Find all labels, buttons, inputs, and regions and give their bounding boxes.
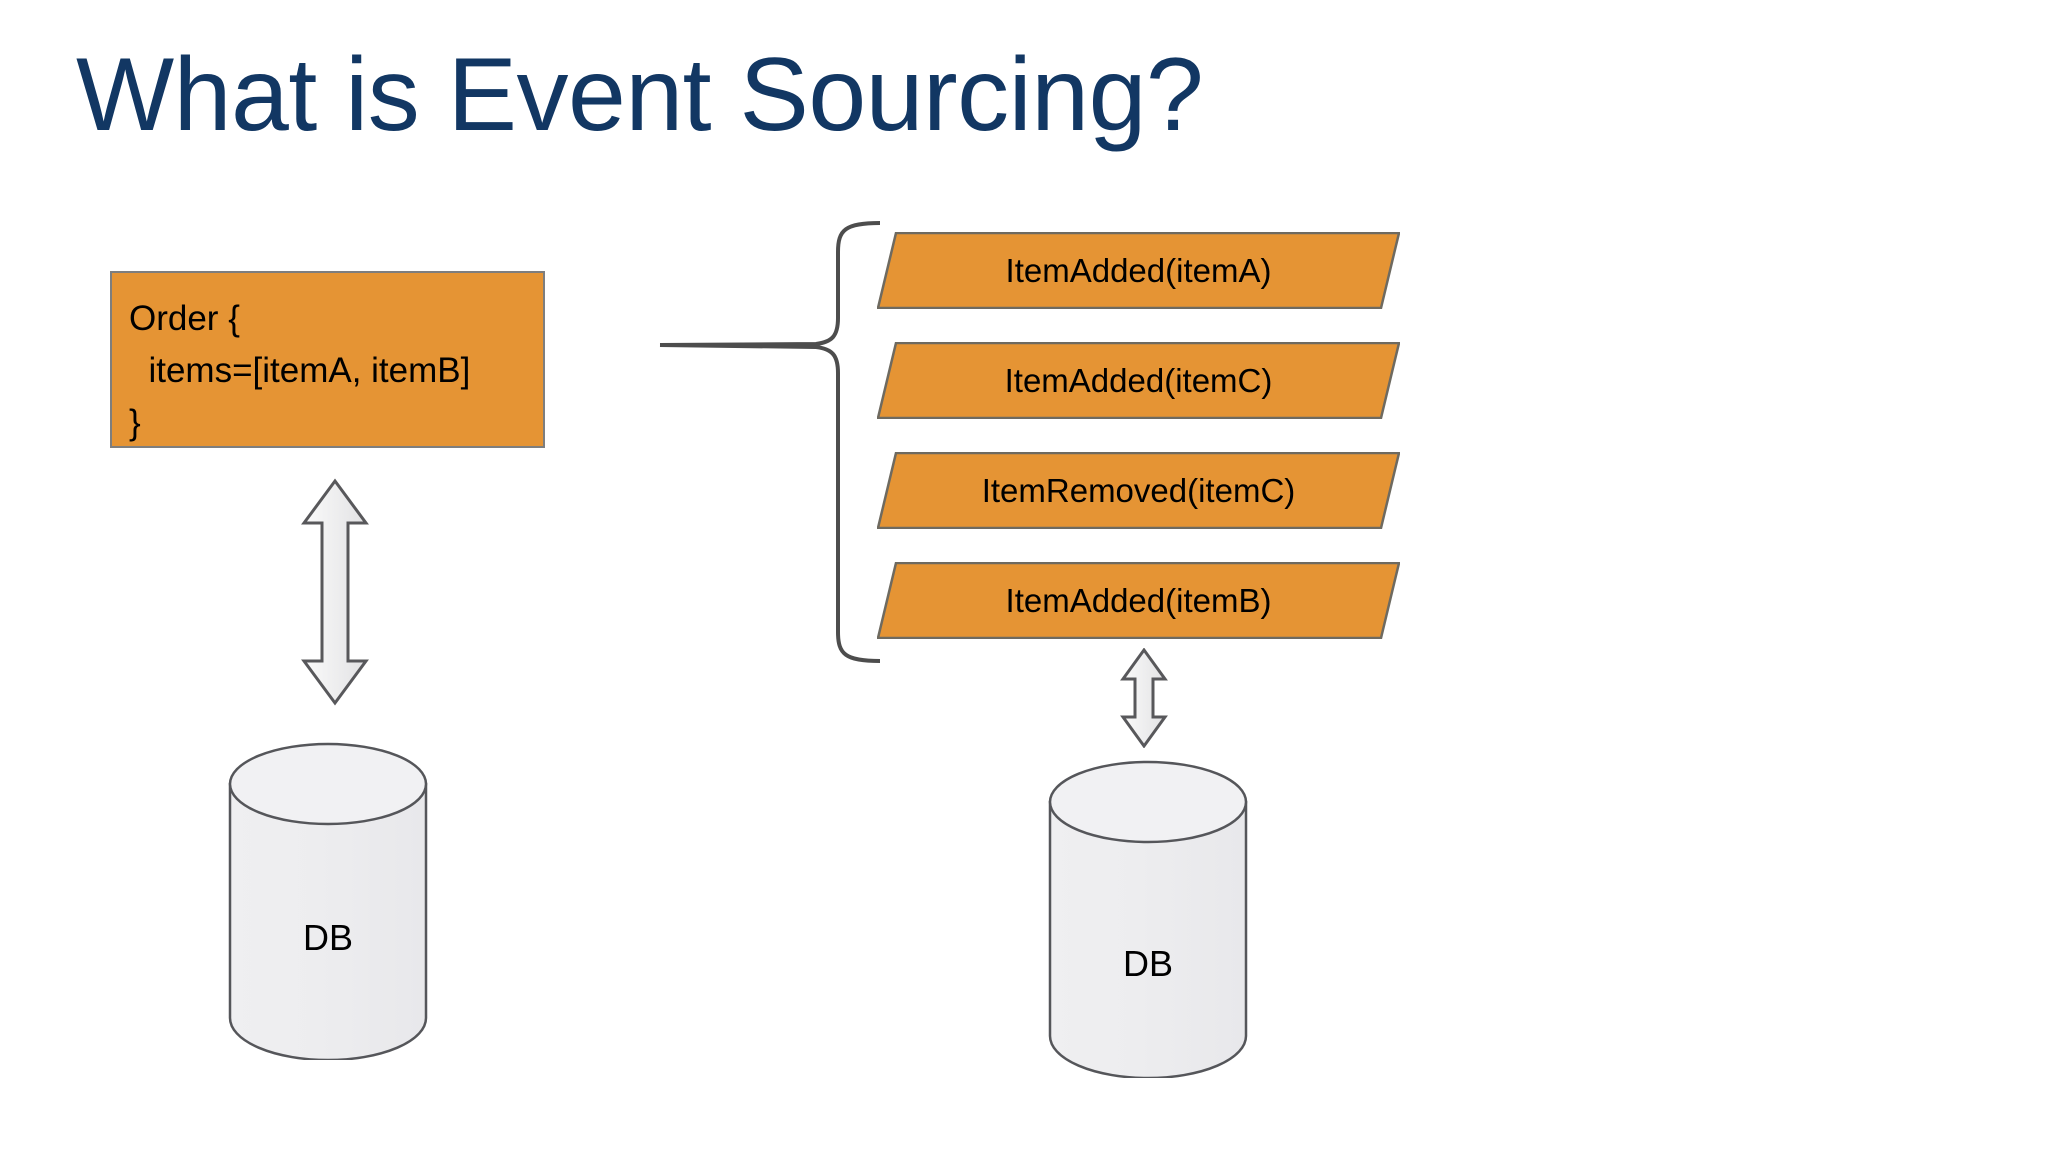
database-cylinder-right: DB (1048, 760, 1248, 1078)
database-label: DB (1122, 943, 1173, 984)
order-box-line-2: items=[itemA, itemB] (129, 351, 471, 390)
database-label: DB (302, 917, 353, 958)
event-parallelogram[interactable]: ItemAdded(itemB) (877, 562, 1400, 639)
double-headed-arrow-icon (1120, 647, 1168, 749)
event-parallelogram[interactable]: ItemRemoved(itemC) (877, 452, 1400, 529)
order-aggregate-box: Order { items=[itemA, itemB] } (110, 271, 545, 448)
order-box-line-1: Order { (129, 299, 240, 338)
order-box-line-3: } (129, 403, 141, 442)
event-parallelogram[interactable]: ItemAdded(itemA) (877, 232, 1400, 309)
curly-brace-icon (650, 218, 882, 666)
event-parallelogram[interactable]: ItemAdded(itemC) (877, 342, 1400, 419)
double-headed-arrow-icon (300, 478, 370, 706)
page-title: What is Event Sourcing? (76, 37, 1204, 153)
database-cylinder-left: DB (228, 742, 428, 1060)
